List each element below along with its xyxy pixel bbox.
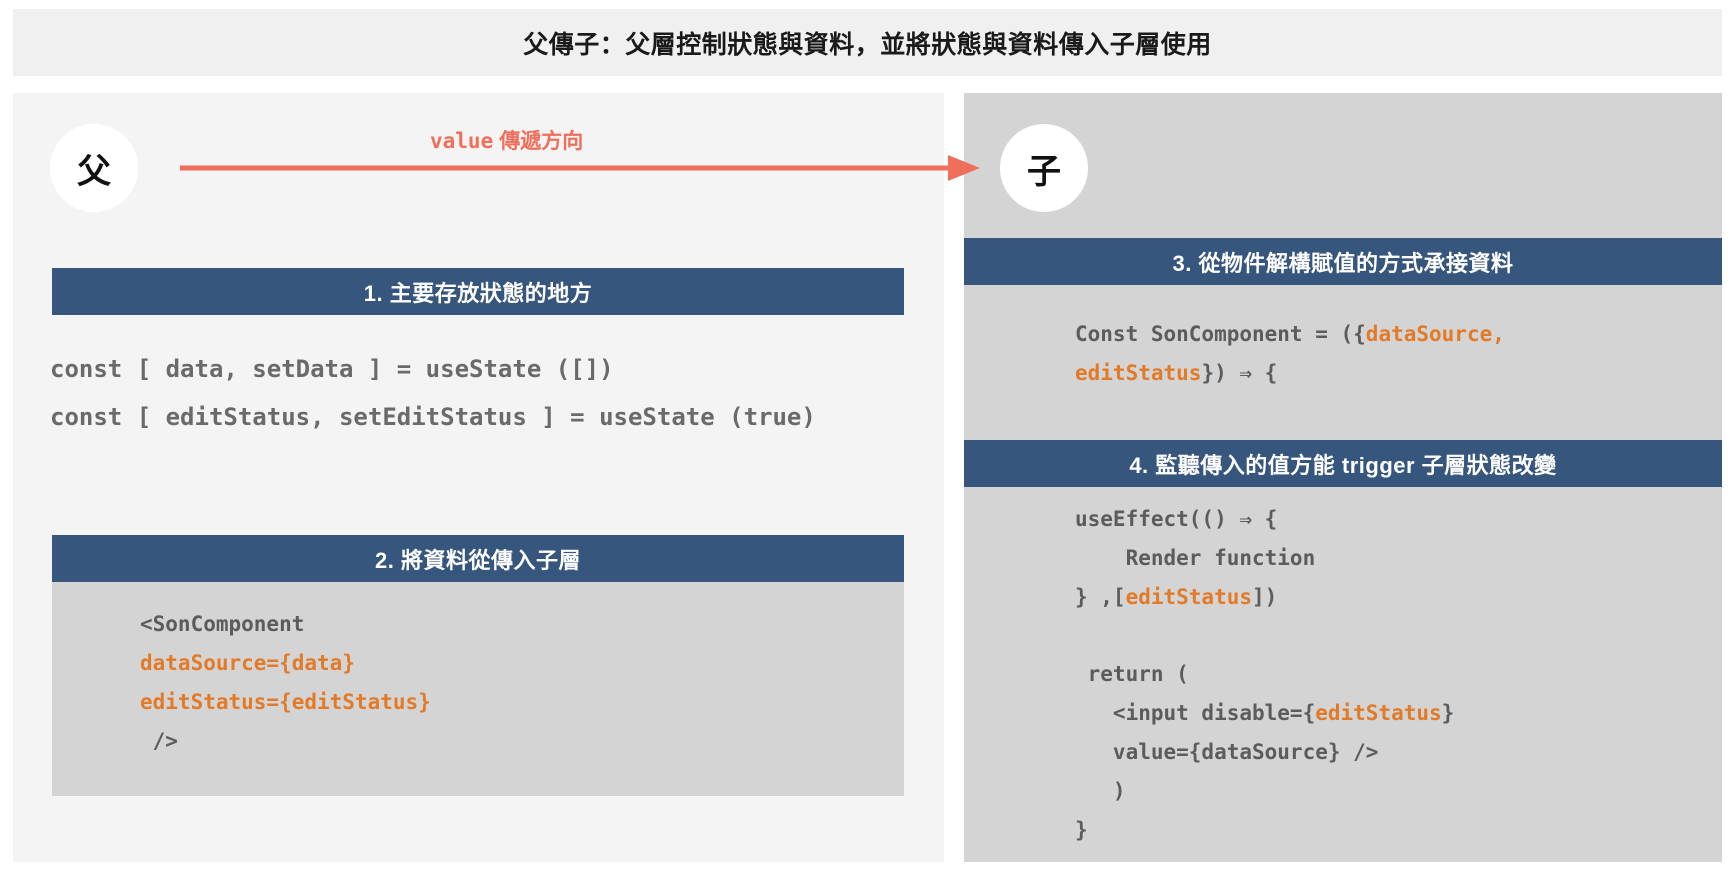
section-header-2: 2. 將資料從傳入子層 [52, 535, 904, 582]
child-role-label: 子 [1027, 152, 1061, 191]
code-line-highlight: dataSource={data} [140, 650, 355, 675]
code-line: /> [140, 728, 178, 753]
page-title: 父傳子：父層控制狀態與資料，並將狀態與資料傳入子層使用 [523, 30, 1212, 59]
code-line: ) [1075, 778, 1126, 803]
parent-section-1-code: const [ data, setData ] = useState ([]) … [50, 345, 816, 441]
code-line: return ( [1075, 662, 1189, 687]
code-token: Const SonComponent = ({ [1075, 322, 1366, 346]
child-section-3-code: Const SonComponent = ({dataSource, editS… [1075, 315, 1505, 393]
code-token: }) ⇒ { [1201, 360, 1278, 385]
code-token-highlight: editStatus [1075, 360, 1202, 385]
code-line: useEffect(() ⇒ { [1075, 507, 1278, 531]
section-header-4-label: 4. 監聽傳入的值方能 trigger 子層狀態改變 [1129, 452, 1557, 478]
code-line-highlight: editStatus={editStatus} [140, 689, 431, 714]
section-header-1: 1. 主要存放狀態的地方 [52, 268, 904, 315]
code-token-highlight: editStatus [1125, 584, 1253, 609]
code-line: <SonComponent [140, 612, 305, 636]
section-header-1-label: 1. 主要存放狀態的地方 [363, 280, 593, 306]
code-token: } ,[ [1075, 584, 1126, 609]
code-token: <input disable={ [1075, 701, 1316, 726]
code-line: } [1075, 817, 1088, 842]
code-line: const [ data, setData ] = useState ([]) [50, 355, 614, 383]
child-role-badge: 子 [1000, 124, 1088, 212]
section-header-3: 3. 從物件解構賦值的方式承接資料 [964, 238, 1722, 285]
code-token: } [1441, 701, 1455, 726]
child-section-4-code: useEffect(() ⇒ { Render function } ,[edi… [1075, 500, 1454, 850]
section-header-2-label: 2. 將資料從傳入子層 [375, 547, 581, 573]
parent-role-label: 父 [77, 152, 111, 191]
section-header-4: 4. 監聽傳入的值方能 trigger 子層狀態改變 [964, 440, 1722, 487]
parent-section-2-code-background [52, 582, 904, 796]
arrow-label-mono: value [430, 129, 494, 153]
code-line: const [ editStatus, setEditStatus ] = us… [50, 403, 816, 431]
value-flow-arrow [180, 150, 980, 186]
section-header-3-label: 3. 從物件解構賦值的方式承接資料 [1172, 250, 1514, 276]
code-line: value={dataSource} /> [1075, 740, 1379, 765]
code-token-highlight: dataSource, [1365, 322, 1505, 346]
arrow-label-cjk: 傳遞方向 [499, 130, 584, 153]
parent-section-2-code: <SonComponent dataSource={data} editStat… [140, 605, 431, 760]
page-title-bar: 父傳子：父層控制狀態與資料，並將狀態與資料傳入子層使用 [13, 9, 1722, 76]
parent-role-badge: 父 [50, 124, 138, 212]
code-line: Render function [1075, 545, 1316, 570]
code-token-highlight: editStatus [1315, 701, 1442, 726]
code-token: ]) [1252, 584, 1278, 609]
